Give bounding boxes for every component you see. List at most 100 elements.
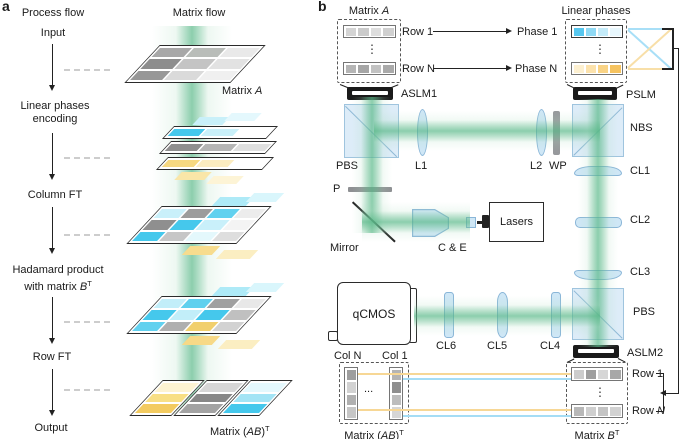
matrix-b-title: Matrix BT bbox=[574, 428, 620, 439]
hadamard-matrix-graphic bbox=[126, 296, 272, 334]
linear-phases-title: Linear phases bbox=[561, 5, 631, 17]
beam-mirror-to-laser bbox=[362, 211, 470, 233]
vertical-ellipsis: ⋮ bbox=[594, 385, 606, 399]
matrix-ab-title: Matrix (AB)T bbox=[344, 428, 404, 439]
matrix-a-row1-cells bbox=[343, 25, 396, 38]
beam-pbs-to-qcmos bbox=[414, 305, 600, 327]
ce-label: C & E bbox=[438, 242, 467, 254]
step-output: Output bbox=[34, 422, 68, 434]
dash-connector bbox=[64, 321, 110, 323]
matrix-b-rowN-cells bbox=[571, 404, 623, 418]
flow-arrow-5 bbox=[52, 369, 54, 411]
wp-label: WP bbox=[549, 160, 567, 172]
column-ft-matrix-graphic bbox=[126, 206, 272, 244]
dash-connector bbox=[64, 157, 110, 159]
ghost-cyan bbox=[245, 283, 285, 292]
step-row-ft: Row FT bbox=[32, 351, 72, 363]
linear-phases-box bbox=[565, 19, 627, 83]
phase1-cells bbox=[571, 25, 623, 38]
vertical-ellipsis: ⋮ bbox=[366, 42, 378, 56]
cl6-label: CL6 bbox=[436, 340, 457, 352]
flow-arrow-5-head bbox=[49, 410, 56, 416]
phase1-label: Phase 1 bbox=[517, 26, 558, 38]
matrix-a-caption: Matrix A bbox=[222, 85, 263, 97]
panel-b-label: b bbox=[318, 0, 327, 14]
nbs-label: NBS bbox=[630, 122, 653, 134]
matrix-a-input-box bbox=[337, 19, 401, 83]
matrix-flow-header: Matrix flow bbox=[172, 7, 226, 19]
dash-connector bbox=[64, 389, 110, 391]
laser-stem bbox=[477, 221, 483, 224]
cl1-label: CL1 bbox=[630, 165, 651, 177]
matrix-a-rowN-cells bbox=[343, 62, 396, 75]
horizontal-ellipsis: ... bbox=[364, 383, 374, 395]
feedback-line bbox=[674, 48, 679, 50]
bracket-line bbox=[662, 373, 664, 412]
l2-label: L2 bbox=[530, 160, 543, 172]
flow-arrow-3 bbox=[52, 207, 54, 249]
matrix-b-box bbox=[566, 362, 628, 424]
col1-label: Col 1 bbox=[382, 350, 408, 362]
pslm-label: PSLM bbox=[626, 89, 656, 101]
phase-crossbar bbox=[627, 28, 674, 70]
aslm2-label: ASLM2 bbox=[627, 347, 664, 359]
matrix-ab-colN-cells bbox=[344, 367, 358, 420]
beam-pslm-to-aslm2 bbox=[587, 99, 609, 347]
ghost-yellow bbox=[217, 340, 261, 349]
row1-to-phase1-arrow-head bbox=[506, 27, 512, 34]
matrix-b-row1-cells bbox=[571, 367, 623, 381]
ghost-yellow bbox=[206, 176, 244, 184]
cl2-label: CL2 bbox=[630, 214, 651, 226]
mirror-label: Mirror bbox=[330, 242, 359, 254]
aslm1-label: ASLM1 bbox=[401, 88, 438, 100]
flow-arrow-2-head bbox=[49, 174, 56, 180]
wire-blue-rowN bbox=[403, 415, 571, 417]
pslm-device bbox=[573, 87, 617, 100]
flow-arrow-2 bbox=[52, 133, 54, 175]
matrix-ab-caption: Matrix (AB)T bbox=[210, 424, 270, 438]
ghost-yellow bbox=[215, 250, 259, 259]
colN-label: Col N bbox=[334, 350, 362, 362]
stack-layer-cyan bbox=[161, 126, 279, 139]
matrix-ab-col1-cells bbox=[389, 367, 403, 420]
panel-a-label: a bbox=[2, 0, 10, 14]
laser-plug bbox=[482, 215, 489, 228]
phaseN-cells bbox=[571, 62, 623, 75]
feedback-line bbox=[678, 48, 680, 393]
flow-arrow-3-head bbox=[49, 248, 56, 254]
stack-layer-yellow bbox=[155, 157, 275, 170]
aslm1-device bbox=[347, 87, 393, 100]
matrix-a-input-title: Matrix A bbox=[348, 5, 390, 17]
cl3-label: CL3 bbox=[630, 266, 651, 278]
vertical-ellipsis: ⋮ bbox=[594, 42, 606, 56]
flow-arrow-4 bbox=[52, 297, 54, 339]
matrix-a-rowN-label: Row N bbox=[402, 63, 436, 75]
flow-arrow-4-head bbox=[49, 338, 56, 344]
pbs-right-label: PBS bbox=[633, 306, 656, 318]
cl5-label: CL5 bbox=[487, 340, 508, 352]
row1-to-phase1-arrow bbox=[433, 30, 507, 32]
wire-blue-row1 bbox=[403, 378, 571, 380]
flow-arrow-1-head bbox=[49, 85, 56, 91]
wire-yellow-row1 bbox=[358, 373, 571, 375]
matrix-a-row1-label: Row 1 bbox=[402, 26, 434, 38]
bracket-line bbox=[656, 373, 664, 375]
bracket-line bbox=[656, 411, 664, 413]
ghost-cyan bbox=[224, 113, 262, 121]
polarizer-label: P bbox=[333, 183, 341, 195]
rowN-to-phaseN-arrow-head bbox=[506, 64, 512, 71]
process-flow-header: Process flow bbox=[21, 7, 85, 19]
cl4-label: CL4 bbox=[540, 340, 561, 352]
matrix-ab-box bbox=[339, 362, 409, 424]
ghost-cyan bbox=[245, 193, 285, 202]
rowN-to-phaseN-arrow bbox=[433, 67, 507, 69]
phaseN-label: Phase N bbox=[515, 63, 558, 75]
matrix-b-row1-label: Row 1 bbox=[632, 368, 664, 380]
step-column-ft: Column FT bbox=[27, 189, 83, 201]
stack-layer-gray bbox=[158, 141, 278, 154]
pbs-left-label: PBS bbox=[336, 160, 359, 172]
flow-arrow-1 bbox=[52, 44, 54, 86]
